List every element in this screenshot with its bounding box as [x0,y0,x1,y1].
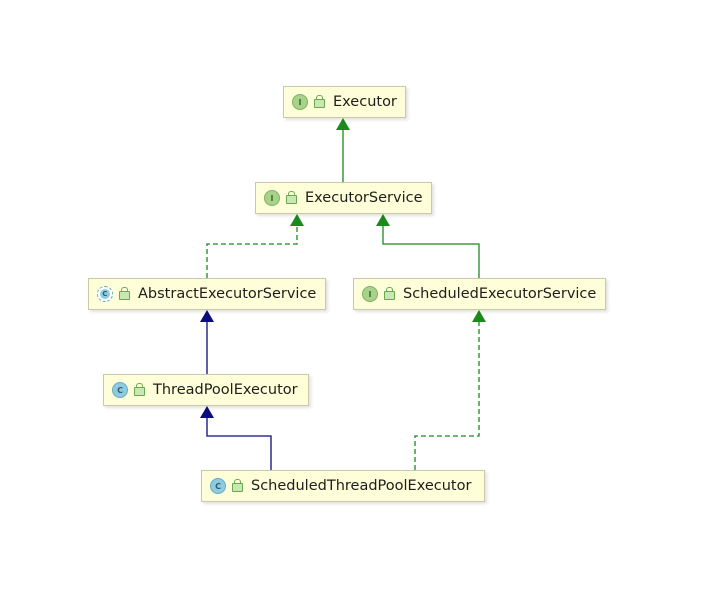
lock-icon [286,190,297,204]
node-label: ThreadPoolExecutor [153,382,298,398]
class-icon: C [112,382,128,398]
edge-line [382,226,480,278]
node-abstract-executor-service[interactable]: C AbstractExecutorService [88,278,326,310]
edge-thread-pool-executor-to-abstract-executor-service [200,310,214,374]
arrow-head-icon [336,118,350,130]
node-thread-pool-executor[interactable]: C ThreadPoolExecutor [103,374,309,406]
lock-icon [119,286,130,300]
arrow-head-icon [200,310,214,322]
node-label: ScheduledExecutorService [403,286,597,302]
edge-executor-service-to-executor [336,118,350,182]
class-icon: C [210,478,226,494]
interface-icon: I [264,190,280,206]
abstract-class-letter: C [100,289,110,299]
edge-line [206,418,272,470]
lock-icon [232,478,243,492]
edge-line [414,322,480,470]
edge-scheduled-executor-service-to-executor-service [376,214,480,278]
edge-scheduled-thread-pool-executor-to-thread-pool-executor [200,406,272,470]
node-label: AbstractExecutorService [138,286,317,302]
interface-icon: I [292,94,308,110]
node-scheduled-thread-pool-executor[interactable]: C ScheduledThreadPoolExecutor [201,470,485,502]
lock-icon [384,286,395,300]
edge-scheduled-thread-pool-executor-to-scheduled-executor-service [414,310,486,470]
node-executor-service[interactable]: I ExecutorService [255,182,432,214]
lock-icon [134,382,145,396]
node-executor[interactable]: I Executor [283,86,406,118]
arrow-head-icon [472,310,486,322]
abstract-class-icon: C [97,286,113,302]
node-label: ScheduledThreadPoolExecutor [251,478,472,494]
edge-abstract-executor-service-to-executor-service [206,214,304,278]
arrow-head-icon [376,214,390,226]
node-scheduled-executor-service[interactable]: I ScheduledExecutorService [353,278,606,310]
node-label: ExecutorService [305,190,423,206]
arrow-head-icon [200,406,214,418]
node-label: Executor [333,94,397,110]
lock-icon [314,94,325,108]
interface-icon: I [362,286,378,302]
edge-line [206,226,298,278]
arrow-head-icon [290,214,304,226]
